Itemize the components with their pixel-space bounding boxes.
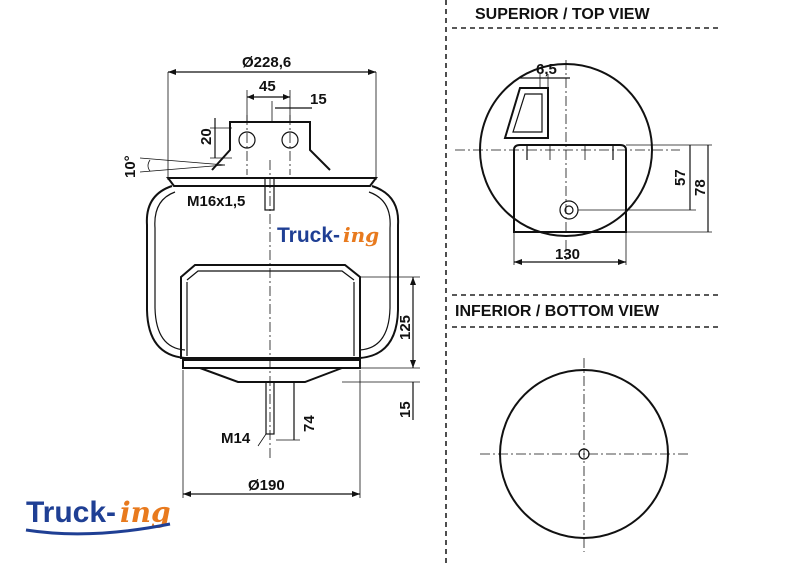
corner-brand-logo: Truck- ing (25, 496, 171, 536)
plate-57-label: 57 (672, 169, 689, 186)
view-dividers (445, 0, 718, 565)
bottom-view (480, 358, 688, 552)
offset-label: 15 (310, 91, 327, 108)
slot-width-label: 6,5 (536, 61, 557, 78)
top-thread-label: M16x1,5 (187, 193, 245, 210)
bottom-thread-label: M14 (221, 430, 251, 447)
plate-width-label: 130 (555, 246, 580, 263)
angle-label: 10° (122, 155, 139, 178)
bottom-view-title: INFERIOR / BOTTOM VIEW (455, 303, 660, 320)
side-view (139, 69, 420, 498)
center-brand-script: ing (343, 223, 379, 247)
corner-brand-script: ing (120, 496, 171, 529)
bolt-spacing-label: 45 (259, 78, 276, 95)
top-diameter-label: Ø228,6 (242, 54, 291, 71)
height-20-label: 20 (198, 128, 215, 145)
top-view (455, 60, 712, 265)
center-brand-logo: Truck- ing (277, 223, 379, 247)
stud-length-label: 74 (301, 415, 318, 432)
plate-78-label: 78 (692, 179, 709, 196)
brand-swoosh (25, 522, 171, 536)
bottom-diameter-label: Ø190 (248, 477, 285, 494)
top-view-title: SUPERIOR / TOP VIEW (475, 6, 650, 23)
center-brand-main: Truck- (277, 224, 340, 247)
piston-height-label: 125 (397, 315, 414, 340)
corner-brand-main: Truck- (26, 496, 116, 529)
base-height-label: 15 (397, 401, 414, 418)
